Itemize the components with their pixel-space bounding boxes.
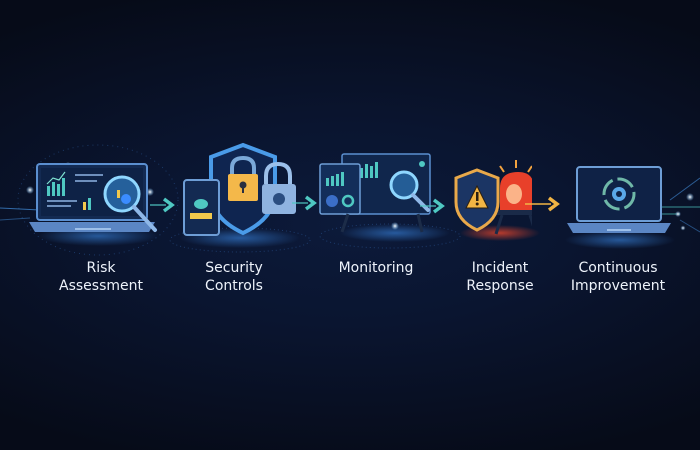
stage-label-incident-response: Incident Response [466,260,534,294]
stage-label-security-controls: Security Controls [205,260,263,294]
arrow-right-icon [420,198,445,214]
shield-lock-icon [183,142,296,236]
dashboard-magnifier-icon [319,153,431,233]
arrow-right-icon [150,197,175,213]
stage-label-continuous-improvement: Continuous Improvement [570,260,666,294]
arrow-right-icon [525,196,560,212]
shield-alarm-icon [454,160,532,235]
arrow-right-icon [292,195,317,211]
laptop-magnifier-icon [29,163,157,232]
stage-label-monitoring: Monitoring [338,260,414,276]
laptop-gear-cycle-icon [567,166,671,233]
stage-label-risk-assessment: Risk Assessment [59,260,143,294]
